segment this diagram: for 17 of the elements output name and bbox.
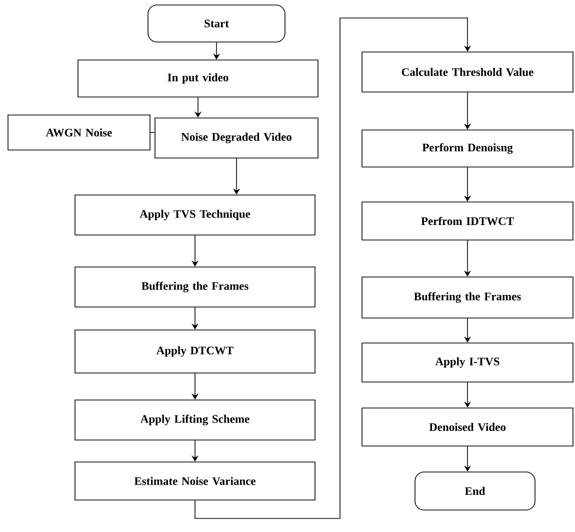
process-box: Apply Lifting Scheme [74,400,316,440]
terminal-box: End [414,472,536,510]
process-box: Perform Denoisng [362,130,574,168]
process-box: Noise Degraded Video [154,118,318,158]
process-box: Apply DTCWT [74,330,316,374]
process-box: Denoised Video [362,408,574,446]
process-box: In put video [78,60,318,98]
process-box: Buffering the Frames [362,276,574,318]
process-box: Calculate Threshold Value [362,52,574,92]
process-box: Perfrom IDTWCT [362,202,574,240]
process-box: Apply TVS Technique [74,194,316,236]
process-box: Estimate Noise Variance [74,462,316,500]
arrow [194,18,472,519]
process-box: Buffering the Frames [74,266,316,308]
process-box: AWGN Noise [8,114,150,150]
process-box: Apply I-TVS [362,342,574,382]
terminal-box: Start [148,4,286,42]
